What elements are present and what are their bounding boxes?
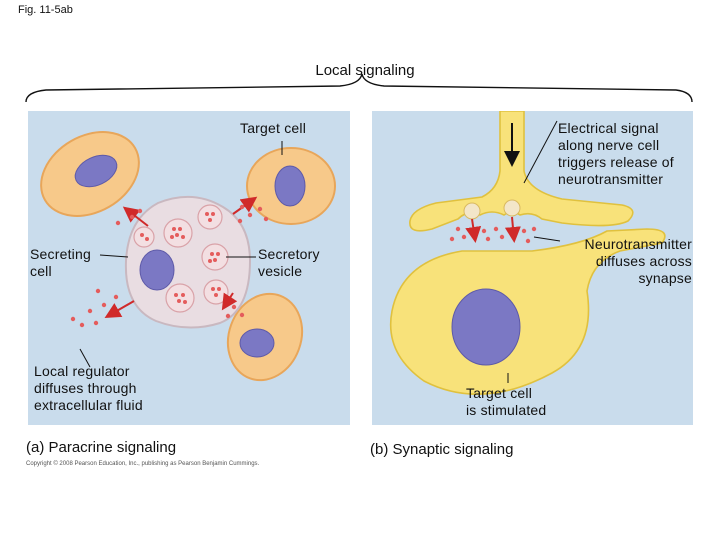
- paracrine-panel: [28, 111, 350, 425]
- diagram-title: Local signaling: [315, 62, 415, 79]
- target-cell-top-left: [40, 131, 140, 217]
- neurotransmitter-molecules: [449, 226, 537, 244]
- secretory-vesicle-label: Secretory vesicle: [258, 246, 320, 279]
- target-cell-bottom-right: [226, 292, 304, 382]
- figure-label: Fig. 11-5ab: [18, 4, 73, 16]
- secreting-cell-label: Secreting cell: [30, 246, 91, 279]
- local-regulator-molecules: [70, 204, 269, 328]
- secreting-cell: [124, 195, 252, 329]
- paracrine-illustration: [40, 131, 336, 382]
- synaptic-illustration: [389, 110, 666, 395]
- synaptic-panel: [372, 110, 693, 425]
- synaptic-target-cell: [389, 228, 666, 395]
- target-cell-top-right: [246, 147, 336, 225]
- overall-brace: [25, 73, 693, 103]
- nerve-cell-terminal: [409, 110, 634, 232]
- paracrine-caption: (a) Paracrine signaling: [26, 439, 177, 456]
- neurotransmitter-label: Neurotransmitter diffuses across synapse: [584, 236, 692, 286]
- target-cell-label: Target cell: [240, 120, 307, 136]
- target-stimulated-label: Target cell is stimulated: [466, 385, 547, 418]
- copyright-notice: Copyright © 2008 Pearson Education, Inc.…: [26, 461, 260, 467]
- target-nucleus: [451, 288, 521, 366]
- local-regulator-label: Local regulator diffuses through extrace…: [34, 363, 143, 413]
- electrical-signal-label: Electrical signal along nerve cell trigg…: [558, 120, 674, 187]
- synaptic-caption: (b) Synaptic signaling: [370, 441, 514, 458]
